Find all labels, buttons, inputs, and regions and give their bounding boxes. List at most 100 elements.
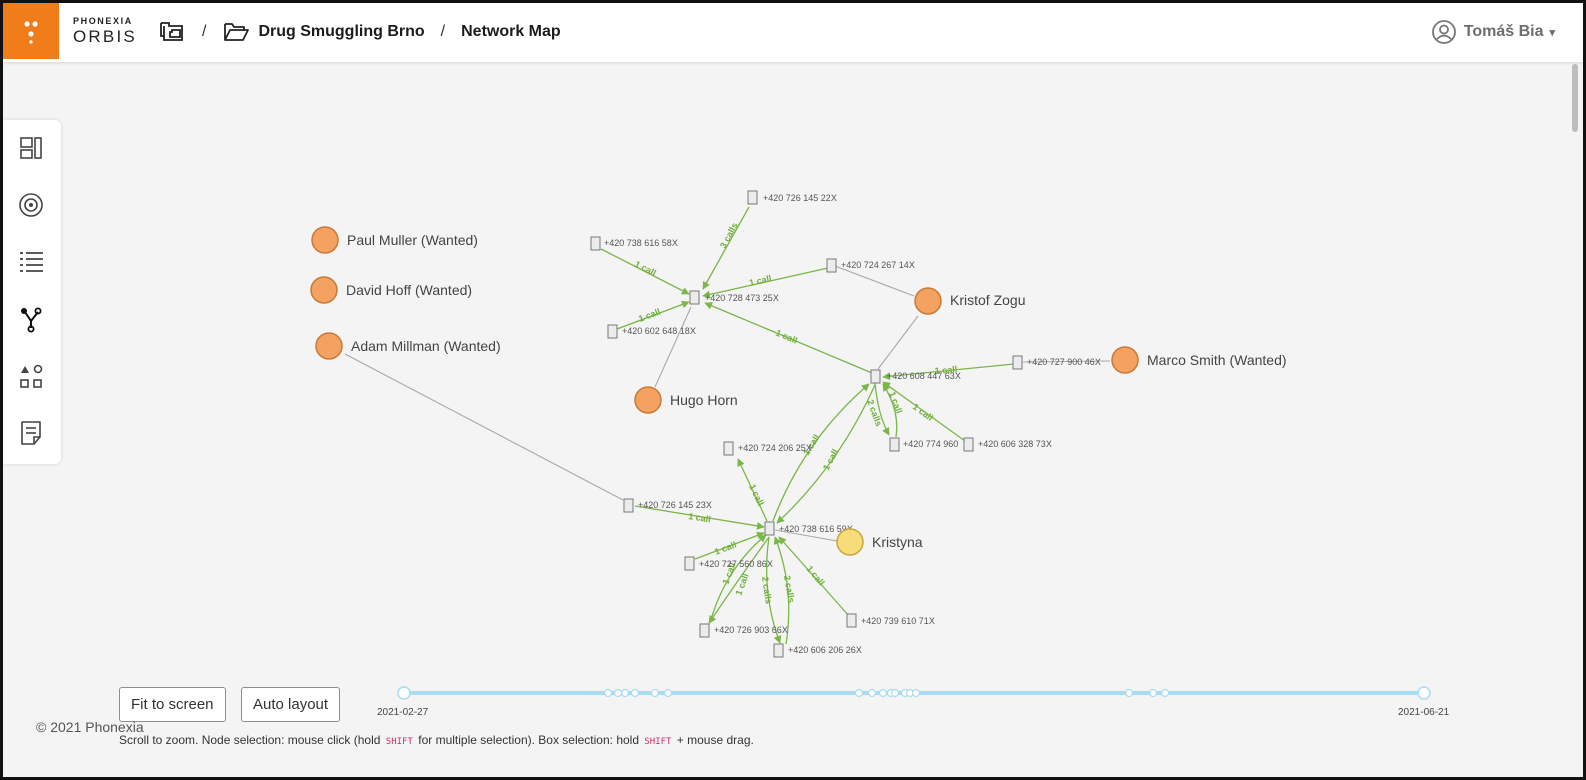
- timeline-end-date: 2021-06-21: [1398, 707, 1450, 718]
- phone-icon: [684, 556, 695, 571]
- phone-number: +420 774 960: [903, 439, 958, 449]
- timeline-event[interactable]: [911, 688, 921, 698]
- sidebar-item-targets[interactable]: [16, 190, 46, 220]
- timeline-event[interactable]: [878, 688, 888, 698]
- timeline-event[interactable]: [1160, 688, 1170, 698]
- phone-node[interactable]: +420 739 610 71X: [846, 613, 935, 628]
- network-icon: [21, 307, 42, 333]
- timeline-event[interactable]: [1148, 688, 1158, 698]
- phone-node[interactable]: +420 606 328 73X: [963, 437, 1052, 452]
- person-node-marco-smith[interactable]: Marco Smith (Wanted): [1111, 346, 1287, 374]
- timeline-event[interactable]: [663, 688, 673, 698]
- sidebar-item-notes[interactable]: [16, 418, 46, 448]
- timeline-event[interactable]: [630, 688, 640, 698]
- call-edge: [882, 363, 1015, 381]
- breadcrumb-case-link[interactable]: Drug Smuggling Brno: [258, 23, 425, 40]
- phone-node[interactable]: +420 727 900 46X: [1012, 355, 1101, 370]
- breadcrumb: / Drug Smuggling Brno / Network Map: [158, 19, 561, 45]
- app-logo[interactable]: [3, 3, 59, 59]
- person-node-david-hoff[interactable]: David Hoff (Wanted): [310, 276, 472, 304]
- fit-to-screen-button[interactable]: Fit to screen: [119, 687, 226, 722]
- person-node-kristof-zogu[interactable]: Kristof Zogu: [914, 287, 1025, 315]
- cases-icon[interactable]: [158, 20, 186, 44]
- edge-label: 2 calls: [865, 398, 884, 427]
- sidebar-item-shapes[interactable]: [16, 361, 46, 391]
- phone-node[interactable]: +420 724 206 25X: [723, 441, 812, 456]
- edge-label: 1 call: [733, 572, 750, 597]
- phone-icon: [590, 236, 601, 251]
- sidebar-item-layout[interactable]: [16, 133, 46, 163]
- person-avatar: [836, 528, 864, 556]
- phone-number: +420 608 447 63X: [887, 371, 961, 381]
- timeline-start-handle[interactable]: [397, 686, 411, 700]
- phone-number: +420 726 903 66X: [714, 625, 788, 635]
- sidebar-item-network-map[interactable]: [16, 304, 46, 334]
- edge-label: 1 call: [637, 306, 662, 323]
- user-menu[interactable]: Tomáš Bia ▾: [1431, 20, 1555, 44]
- edge-label: 1 call: [934, 364, 957, 376]
- phone-node[interactable]: +420 606 206 26X: [773, 643, 862, 658]
- phone-node[interactable]: +420 724 267 14X: [826, 258, 915, 273]
- hint-text: for multiple selection). Box selection: …: [418, 733, 640, 747]
- phone-node[interactable]: +420 726 145 23X: [623, 498, 712, 513]
- phone-icon: [723, 441, 734, 456]
- phone-node[interactable]: +420 608 447 63X: [870, 369, 961, 384]
- call-edge: [778, 536, 850, 617]
- timeline-event[interactable]: [603, 688, 613, 698]
- breadcrumb-separator: /: [202, 23, 207, 40]
- person-avatar: [315, 332, 343, 360]
- timeline-event[interactable]: [613, 688, 623, 698]
- phone-node[interactable]: +420 726 145 22X: [747, 190, 837, 205]
- sidebar-item-list[interactable]: [16, 247, 46, 277]
- phone-node[interactable]: +420 774 960: [889, 437, 958, 452]
- phone-icon: [870, 369, 881, 384]
- hint-text: + mouse drag.: [676, 733, 754, 747]
- timeline-end-handle[interactable]: [1417, 686, 1431, 700]
- link-kristof-p7: [877, 315, 919, 370]
- phone-number: +420 724 206 25X: [738, 443, 812, 453]
- person-node-paul-muller[interactable]: Paul Muller (Wanted): [311, 226, 478, 254]
- phone-number: +420 738 616 59X: [779, 524, 853, 534]
- phone-node[interactable]: +420 602 648 18X: [607, 324, 696, 339]
- timeline-event[interactable]: [650, 688, 660, 698]
- phone-number: +420 738 616 58X: [604, 238, 678, 248]
- call-edge: [600, 248, 690, 295]
- phone-node[interactable]: +420 727 560 86X: [684, 556, 773, 571]
- timeline-event[interactable]: [620, 688, 630, 698]
- phone-node[interactable]: +420 738 616 58X: [590, 236, 678, 251]
- tool-sidebar: [3, 120, 61, 464]
- call-edge: [882, 381, 966, 442]
- network-graph-canvas[interactable]: 3 calls 1 call 1 call 1 call 1 call 1 ca…: [3, 3, 1583, 777]
- shift-key-hint: SHIFT: [644, 737, 672, 747]
- phone-node[interactable]: +420 726 903 66X: [699, 623, 788, 638]
- person-node-kristyna[interactable]: Kristyna: [836, 528, 923, 556]
- call-edge: [702, 267, 829, 299]
- vertical-scrollbar[interactable]: [1570, 62, 1580, 777]
- phone-node[interactable]: +420 728 473 25X: [689, 290, 779, 305]
- call-edge: [616, 300, 690, 330]
- person-node-hugo-horn[interactable]: Hugo Horn: [634, 386, 738, 414]
- scrollbar-thumb[interactable]: [1572, 64, 1578, 132]
- orbis-logo-icon: [24, 21, 38, 44]
- call-edge: [765, 536, 782, 644]
- shift-key-hint: SHIFT: [385, 737, 413, 747]
- phone-icon: [607, 324, 618, 339]
- phone-node[interactable]: +420 738 616 59X: [764, 521, 853, 536]
- phone-icon: [1012, 355, 1023, 370]
- timeline-event[interactable]: [854, 688, 864, 698]
- link-kristof-p3: [834, 265, 915, 297]
- timeline-event[interactable]: [1124, 688, 1134, 698]
- edge-label: 1 call: [633, 259, 658, 278]
- call-edge: [737, 458, 768, 522]
- person-name: David Hoff (Wanted): [346, 282, 472, 298]
- timeline-events: [603, 688, 1170, 698]
- timeline-event[interactable]: [867, 688, 877, 698]
- person-name: Kristof Zogu: [950, 292, 1025, 308]
- usage-hint: Scroll to zoom. Node selection: mouse cl…: [119, 733, 754, 747]
- list-icon: [20, 252, 43, 272]
- person-node-adam-millman[interactable]: Adam Millman (Wanted): [315, 332, 501, 360]
- timeline-event[interactable]: [890, 688, 900, 698]
- layout-panels-icon: [20, 137, 42, 159]
- auto-layout-button[interactable]: Auto layout: [241, 687, 341, 722]
- edge-label: 1 call: [774, 328, 799, 346]
